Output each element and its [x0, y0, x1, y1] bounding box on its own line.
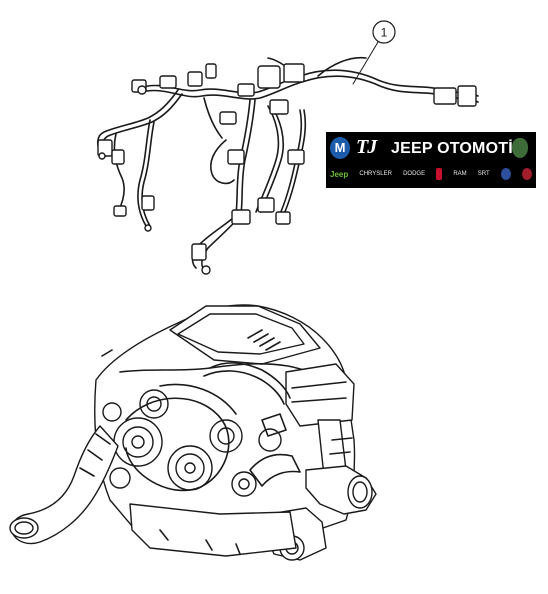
fiat-badge-icon — [521, 168, 532, 180]
mopar-logo-icon: M — [330, 137, 350, 159]
dealer-brand-banner: M TJ JEEP OTOMOTİV Jeep CHRYSLER DODGE R… — [326, 132, 536, 188]
callout-balloon[interactable]: 1 — [372, 20, 396, 44]
callout-number: 1 — [381, 26, 388, 40]
marque-chrysler: CHRYSLER — [359, 171, 392, 177]
marque-ram: RAM — [453, 171, 467, 177]
engine-wiring-harness[interactable] — [96, 56, 479, 275]
marque-jeep: Jeep — [330, 169, 349, 179]
marque-dodge: DODGE — [403, 171, 426, 177]
brand-marques-row: Jeep CHRYSLER DODGE RAM SRT — [330, 165, 532, 183]
dodge-stripes-icon — [436, 168, 443, 180]
callout-leader-line — [352, 41, 379, 85]
leaf-emblem-icon — [512, 138, 528, 158]
brand-name: JEEP OTOMOTİV — [391, 140, 524, 157]
engine-assembly[interactable] — [9, 304, 377, 561]
brand-mark: TJ — [356, 136, 377, 158]
lancia-shield-icon — [500, 168, 511, 180]
marque-srt: SRT — [477, 171, 490, 177]
